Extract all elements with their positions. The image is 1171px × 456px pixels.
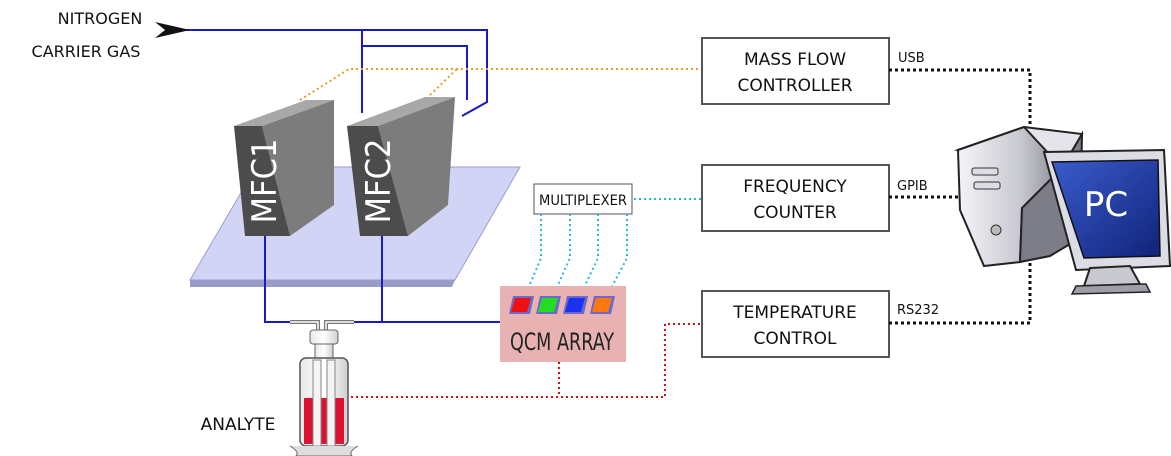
qcm-array: QCM ARRAY [500, 286, 626, 362]
mfc2-block: MFC2 [347, 97, 455, 236]
carrier-gas-arrow [155, 22, 190, 38]
signal-links [524, 198, 702, 297]
qcm-sensor-4 [590, 296, 615, 314]
gas-lines [185, 29, 510, 323]
temperature-line1: TEMPERATURE [732, 303, 857, 323]
mfc2-label: MFC2 [359, 139, 399, 224]
pc-label: PC [1084, 185, 1128, 225]
source-label-line1: NITROGEN [58, 9, 143, 28]
multiplexer-box: MULTIPLEXER [533, 183, 633, 215]
frequency-line1: FREQUENCY [743, 177, 847, 197]
mass-flow-controller-box: MASS FLOW CONTROLLER [701, 37, 890, 105]
mfc1-label: MFC1 [245, 139, 285, 224]
frequency-line2: COUNTER [753, 203, 837, 223]
multiplexer-label: MULTIPLEXER [539, 193, 627, 209]
qcm-sensor-2 [536, 296, 561, 314]
qcm-label: QCM ARRAY [510, 328, 615, 356]
analyte-bubbler [289, 320, 359, 456]
temperature-control-box: TEMPERATURE CONTROL [701, 290, 890, 358]
usb-link [299, 68, 700, 101]
temperature-line2: CONTROL [753, 329, 837, 349]
gpib-port-label: GPIB [897, 179, 928, 194]
qcm-sensor-3 [563, 296, 588, 314]
analyte-label: ANALYTE [201, 415, 276, 435]
pc-computer-icon: PC [954, 125, 1171, 295]
qcm-sensor-1 [509, 296, 534, 314]
usb-port-label: USB [898, 51, 925, 66]
rs232-port-label: RS232 [897, 303, 939, 318]
frequency-counter-box: FREQUENCY COUNTER [701, 164, 890, 232]
mass-flow-line1: MASS FLOW [744, 50, 846, 70]
temperature-links [336, 323, 702, 398]
mass-flow-line2: CONTROLLER [737, 76, 852, 96]
source-label-line2: CARRIER GAS [32, 42, 141, 61]
mfc1-block: MFC1 [234, 100, 334, 236]
